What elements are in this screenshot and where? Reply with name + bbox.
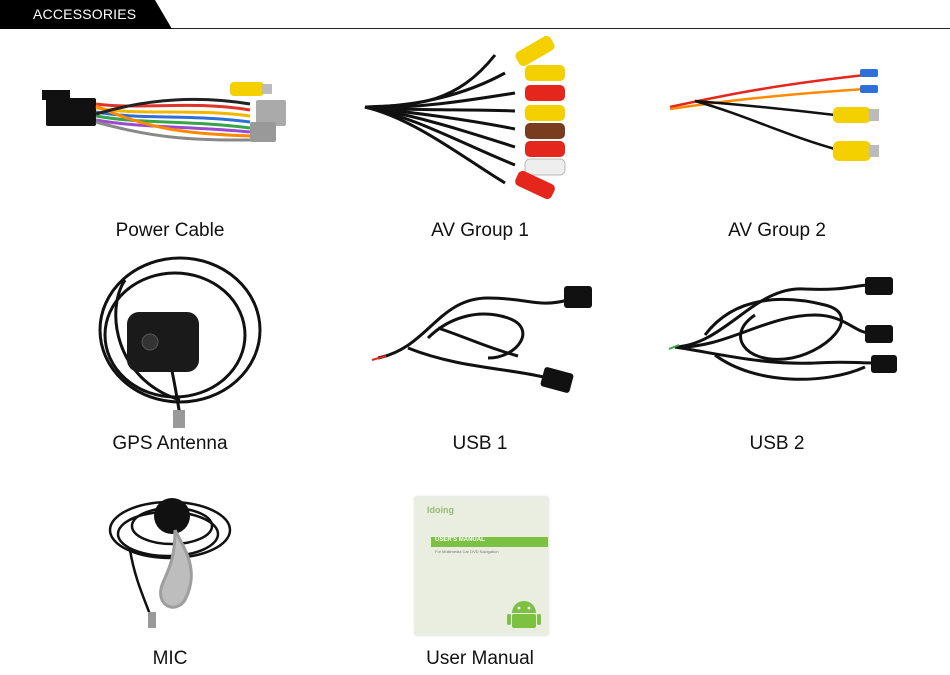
av-group-1-image <box>355 35 585 205</box>
manual-brand-text: Idoing <box>427 505 454 515</box>
item-label-user-manual: User Manual <box>426 648 534 669</box>
manual-sub-text: For Multimedia Car DVD Navigation <box>435 549 499 554</box>
header-divider <box>0 28 950 29</box>
power-cable-image <box>40 70 300 160</box>
item-label-av-group-2: AV Group 2 <box>728 220 826 241</box>
manual-banner: USER'S MANUAL <box>431 537 548 547</box>
manual-banner-text: USER'S MANUAL <box>435 537 485 543</box>
item-label-usb-1: USB 1 <box>452 433 508 454</box>
android-robot-icon <box>507 599 541 631</box>
gps-antenna-image <box>85 250 265 430</box>
usb-2-image <box>665 275 905 395</box>
microphone-image <box>100 490 240 630</box>
item-label-mic: MIC <box>152 648 188 669</box>
usb-1-image <box>368 278 608 398</box>
av-group-2-image <box>665 65 895 175</box>
section-title: ACCESSORIES <box>33 6 137 22</box>
item-label-usb-2: USB 2 <box>749 433 805 454</box>
item-label-power-cable: Power Cable <box>115 220 225 241</box>
section-header: ACCESSORIES <box>0 0 950 30</box>
item-label-av-group-1: AV Group 1 <box>431 220 529 241</box>
user-manual-image: Idoing USER'S MANUAL For Multimedia Car … <box>415 497 548 635</box>
section-tab <box>0 0 172 29</box>
item-label-gps-antenna: GPS Antenna <box>112 433 228 454</box>
